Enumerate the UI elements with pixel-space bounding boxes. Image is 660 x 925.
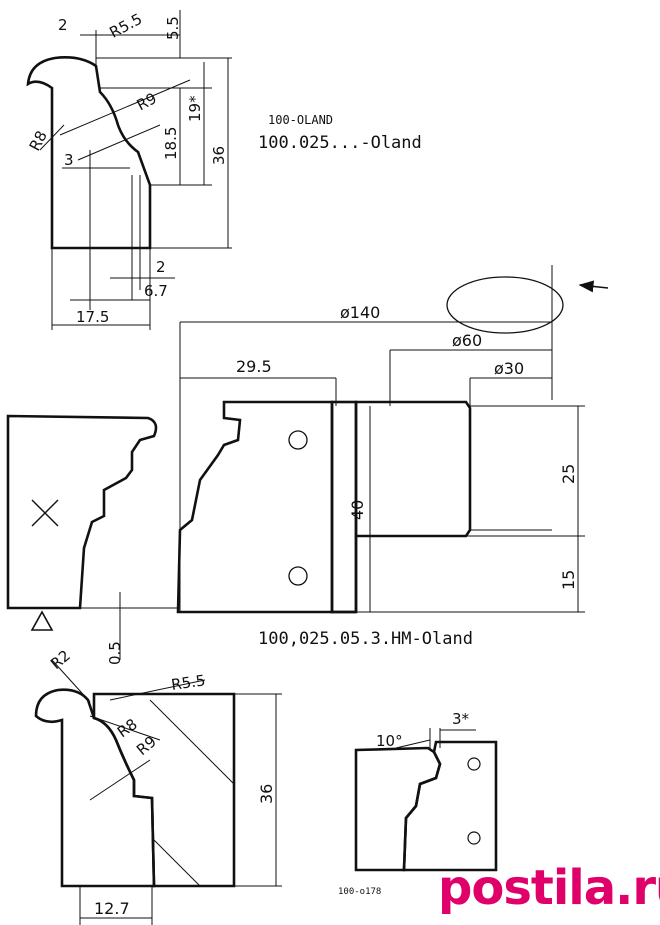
- dim-diameter-140: ø140: [340, 303, 380, 322]
- code-center: 100,025.05.3.HM-Oland: [258, 629, 473, 649]
- top-codes: 100-OLAND 100.025...-Oland: [258, 113, 422, 153]
- small-block: [402, 740, 498, 872]
- dim-r8-top: R8: [26, 128, 51, 154]
- hole-upper: [288, 430, 308, 450]
- bottom-block: [92, 692, 236, 888]
- dim-36-top: 36: [210, 146, 228, 165]
- small-hole-upper: [467, 757, 481, 771]
- small-hole-lower: [467, 831, 481, 845]
- dim-25: 25: [559, 464, 578, 484]
- dim-r9-bottom: R9: [133, 732, 160, 759]
- dim-diameter-30: ø30: [494, 359, 524, 378]
- dim-r5-5-top: R5.5: [106, 10, 145, 42]
- cutter-section: ø140 ø60 ø30 29.5 40 25 15: [176, 303, 585, 614]
- dim-3-top: 3: [64, 151, 74, 169]
- dim-15: 15: [559, 570, 578, 590]
- dim-5-5-top: 5.5: [164, 16, 182, 40]
- code-100-025-oland: 100.025...-Oland: [258, 133, 422, 153]
- watermark-text: postila.ru: [438, 860, 660, 916]
- cutter-body: [176, 400, 334, 614]
- dim-small-3: 3*: [452, 710, 470, 728]
- top-profile: 2 R5.5 5.5 R9 19* 18.5 36 R8 3 2 6.7 17.…: [26, 10, 232, 330]
- support-triangle-icon: [30, 610, 54, 631]
- dim-r8-bottom: R8: [114, 715, 141, 741]
- bottom-profile: R2 R5.5 R8 R9 36 12.7: [34, 646, 282, 925]
- code-bottom: 100-o178: [338, 887, 381, 897]
- dim-6-7: 6.7: [144, 282, 168, 300]
- top-profile-shape: [26, 56, 152, 250]
- watermark-logo: postila.ru: [438, 860, 660, 916]
- dim-r2-bottom: R2: [47, 646, 74, 673]
- dim-29-5: 29.5: [236, 357, 272, 376]
- dim-17-5: 17.5: [76, 308, 109, 326]
- dim-19-top: 19*: [186, 95, 204, 122]
- dim-40: 40: [348, 500, 367, 520]
- dim-2-top: 2: [58, 16, 68, 34]
- hole-lower: [288, 566, 308, 586]
- dim-r5-5-bottom: R5.5: [170, 671, 206, 694]
- rotation-arrow-icon: [578, 280, 609, 293]
- code-100-oland: 100-OLAND: [268, 113, 333, 127]
- dim-12-7: 12.7: [94, 899, 130, 918]
- dim-36-bottom: 36: [257, 784, 276, 804]
- small-profile: 10° 3* 100-o178: [338, 710, 498, 897]
- dim-2-bottom: 2: [156, 258, 166, 276]
- cutter-hub: [354, 400, 472, 538]
- dim-0-5: 0.5: [106, 641, 124, 665]
- small-profile-shape: [354, 746, 442, 872]
- dim-r9-top: R9: [134, 89, 160, 114]
- dim-diameter-60: ø60: [452, 331, 482, 350]
- dim-small-angle: 10°: [376, 732, 403, 750]
- workpiece-profile: 0.5: [6, 414, 180, 665]
- dim-18-5-top: 18.5: [162, 127, 180, 160]
- workpiece-shape: [6, 414, 158, 610]
